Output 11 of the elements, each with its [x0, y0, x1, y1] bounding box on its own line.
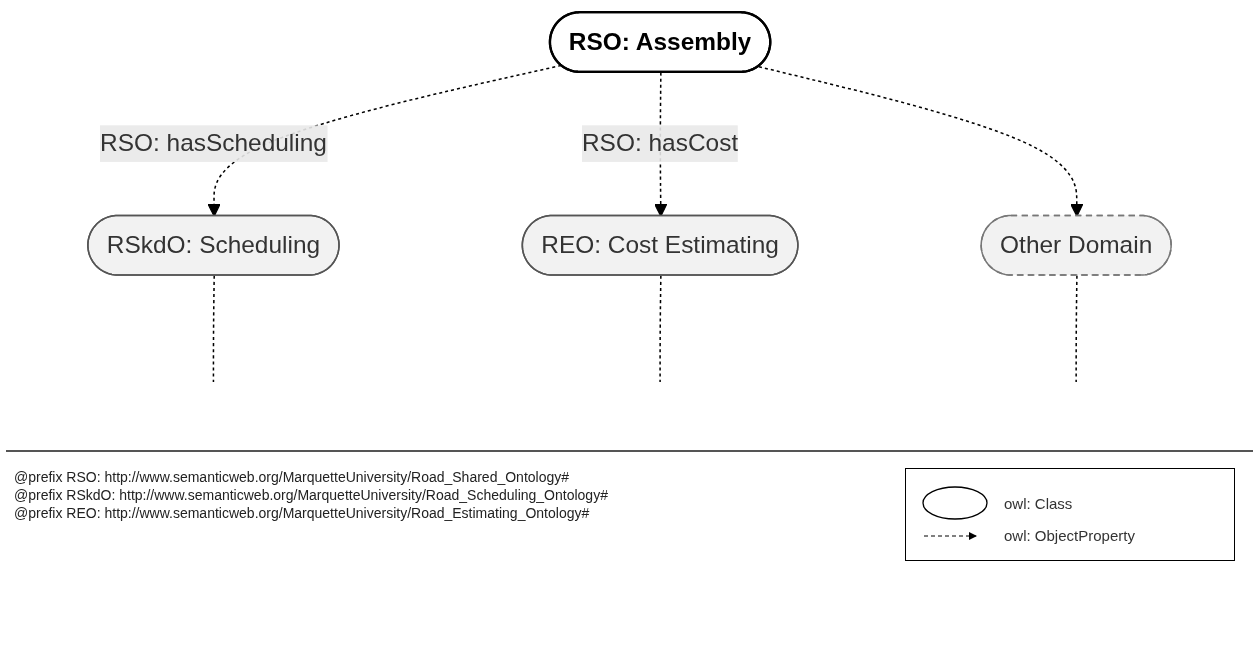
edge-label: RSO: hasCost — [581, 129, 739, 156]
prefix-declaration: @prefix REO: http://www.semanticweb.org/MarquetteUniversity/Road_Estimating_Ontology# — [14, 504, 591, 522]
arrow — [758, 65, 1084, 217]
prefix-declaration: @prefix RSO: http://www.semanticweb.org/MarquetteUniversity/Road_Shared_Ontology# — [14, 468, 571, 486]
connector — [659, 275, 662, 383]
connector — [1075, 275, 1078, 383]
prefix-declaration: @prefix RSkdO: http://www.semanticweb.org/MarquetteUniversity/Road_Scheduling_Ontology# — [14, 486, 608, 504]
connector — [212, 275, 215, 383]
legend-label: owl: Class — [1004, 494, 1073, 512]
edge-label: RSO: hasScheduling — [99, 129, 327, 156]
legend-label: owl: ObjectProperty — [1004, 527, 1135, 544]
